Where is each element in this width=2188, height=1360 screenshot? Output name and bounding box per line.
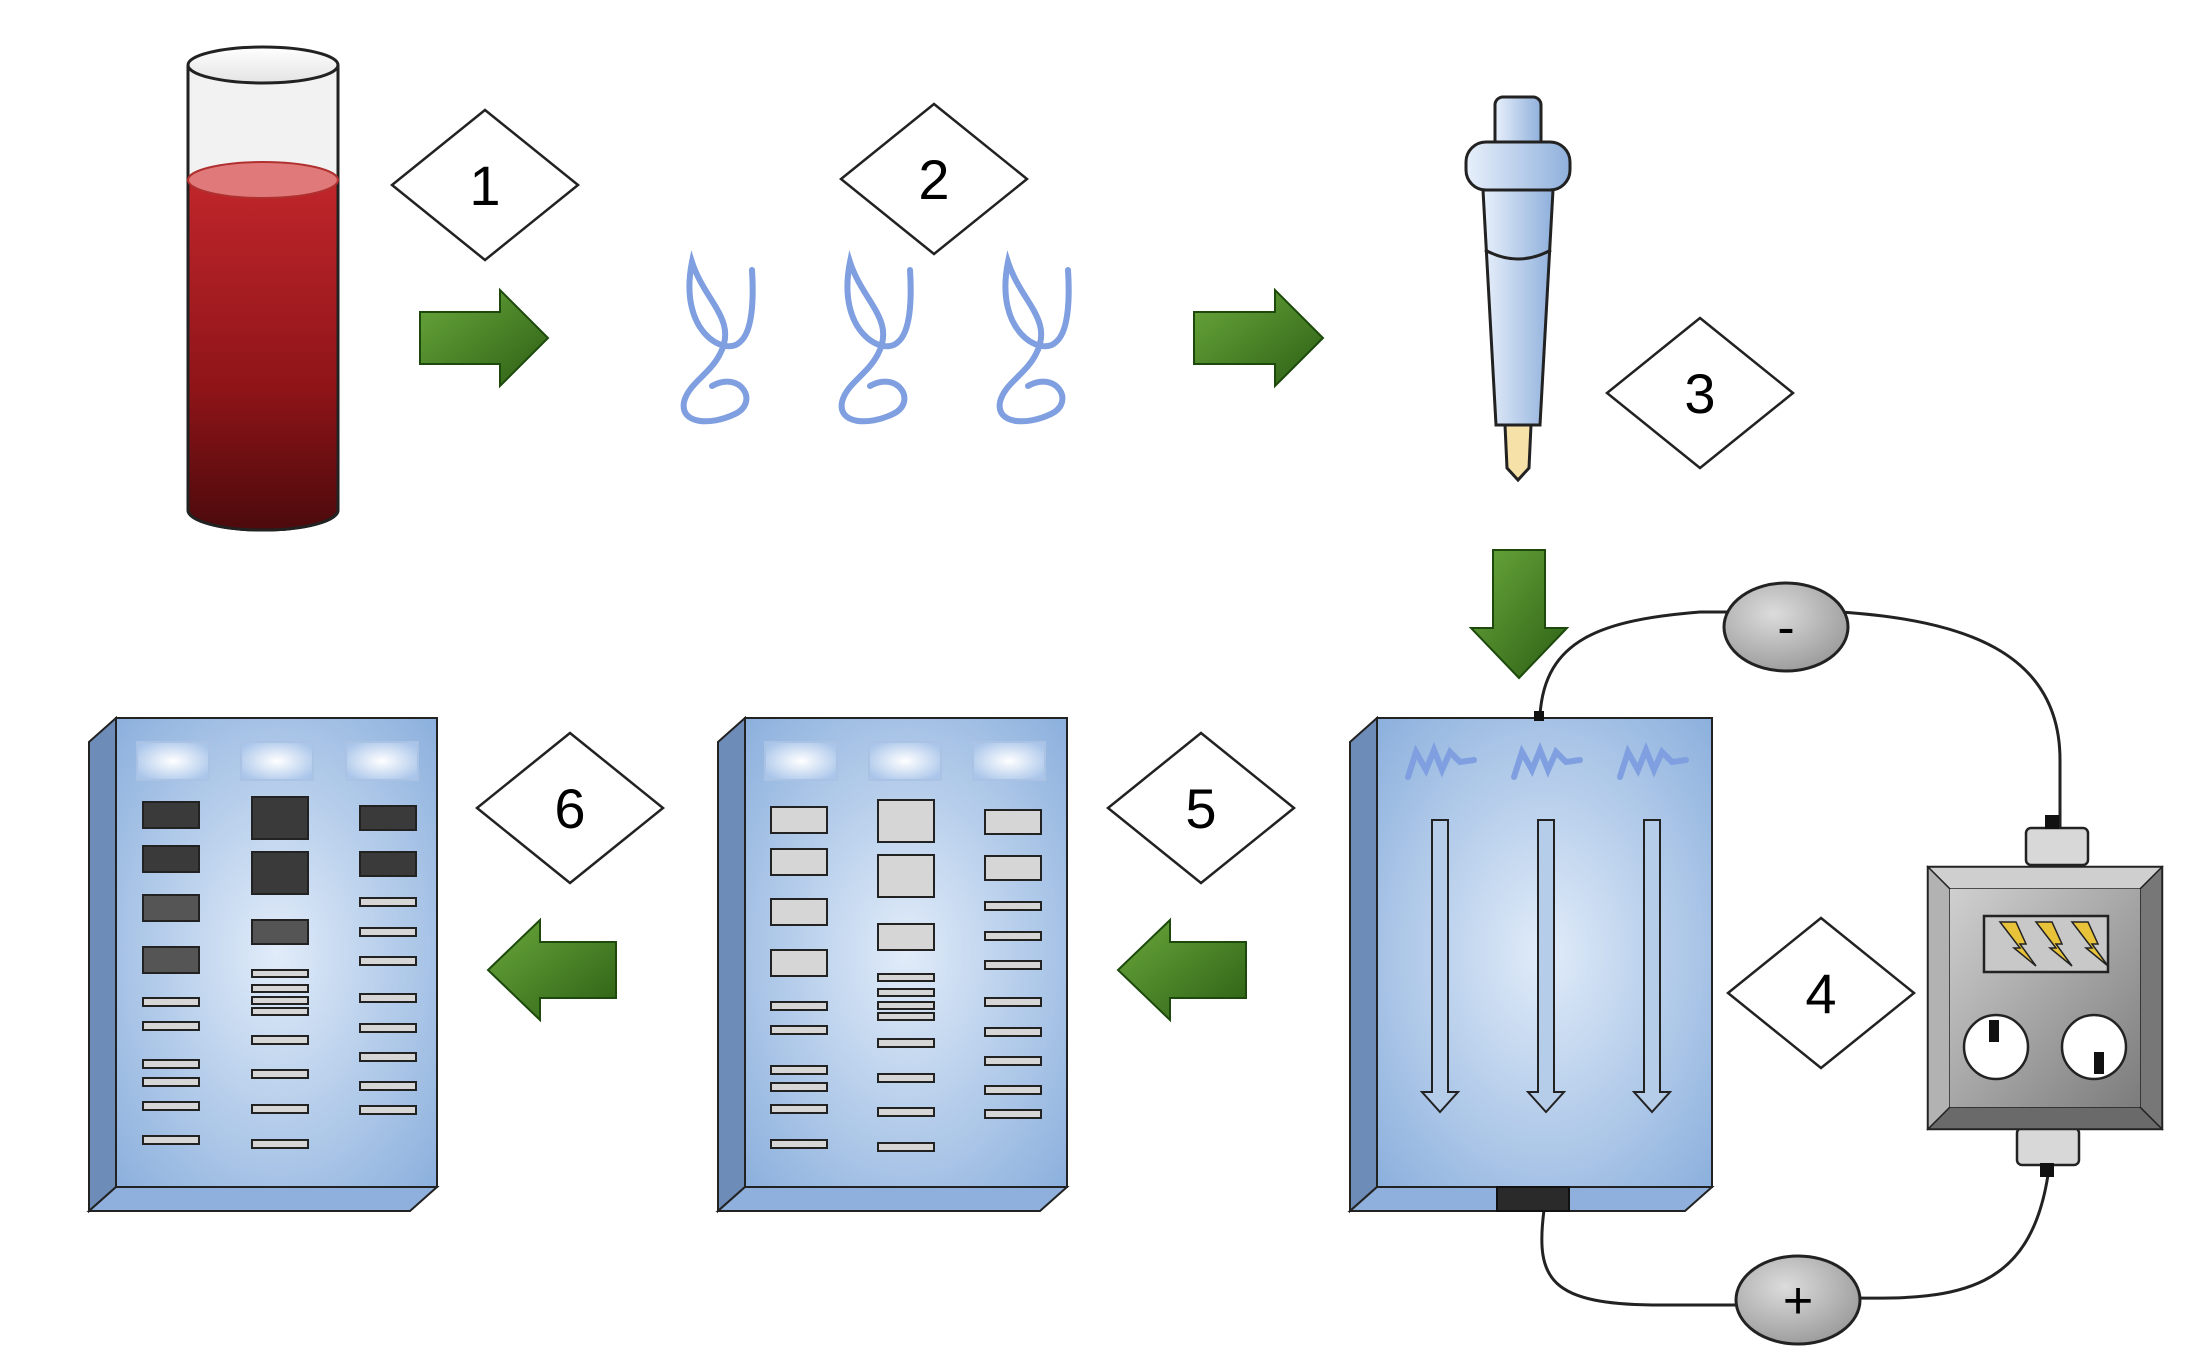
stained-gel — [715, 715, 1070, 1214]
arrow-icon — [1468, 549, 1570, 680]
dna-strand-icon — [996, 250, 1072, 425]
dna-strand-icon — [680, 250, 756, 425]
step-2-badge: 2 — [839, 102, 1029, 256]
negative-electrode: - — [1722, 581, 1850, 673]
step-1-badge: 1 — [390, 108, 580, 262]
negative-label: - — [1777, 599, 1794, 657]
lightning-icon — [1998, 921, 2109, 967]
step-number: 5 — [1185, 777, 1216, 840]
migration-arrows — [1419, 819, 1673, 1114]
knob-icon — [2060, 1013, 2128, 1081]
gel-bands — [770, 799, 1042, 1152]
power-supply-icon — [1926, 815, 2164, 1177]
arrow-icon — [419, 287, 550, 389]
step-5-badge: 5 — [1106, 731, 1296, 885]
step-number: 1 — [469, 154, 500, 217]
arrow-icon — [1116, 917, 1247, 1023]
gel-box-icon — [1347, 711, 1715, 1214]
gel-bands — [142, 796, 417, 1149]
dna-strands — [680, 250, 1072, 425]
arrow-icon — [486, 917, 617, 1023]
pipette-icon — [1464, 95, 1572, 483]
step-3-badge: 3 — [1605, 316, 1795, 470]
positive-label: + — [1783, 1272, 1813, 1330]
step-number: 3 — [1684, 362, 1715, 425]
knob-icon — [1962, 1013, 2030, 1081]
dna-strand-icon — [838, 250, 914, 425]
step-4-badge: 4 — [1726, 916, 1916, 1070]
test-tube-icon — [186, 45, 340, 532]
step-number: 6 — [554, 777, 585, 840]
step-6-badge: 6 — [475, 731, 665, 885]
loaded-wells — [1405, 741, 1689, 780]
step-number: 4 — [1805, 962, 1836, 1025]
developed-gel — [86, 715, 440, 1214]
positive-electrode: + — [1734, 1254, 1862, 1346]
step-number: 2 — [918, 148, 949, 211]
arrow-icon — [1193, 287, 1325, 389]
electrode-wires — [1538, 610, 2062, 1307]
